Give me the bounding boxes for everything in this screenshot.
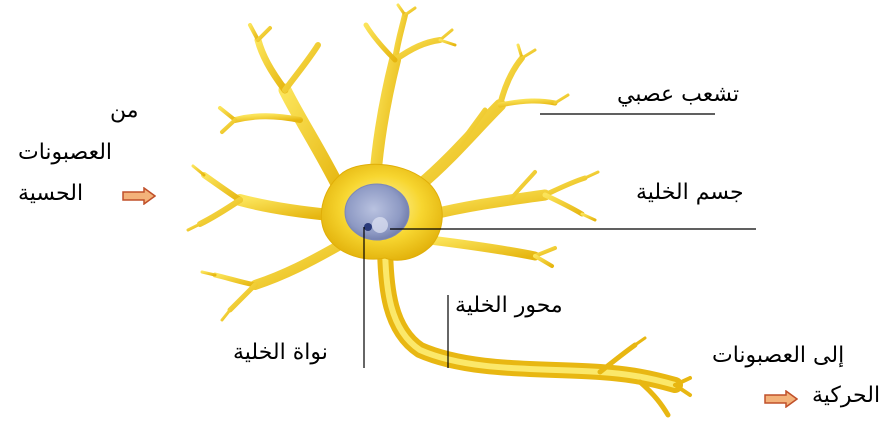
- output-label-line2: الحركية: [812, 385, 880, 407]
- nucleolus: [364, 223, 372, 231]
- nucleus-highlight: [372, 217, 388, 233]
- dendrite-label: تشعب عصبي: [617, 84, 739, 106]
- output-label-line1: إلى العصبونات: [712, 345, 844, 367]
- input-label-line2: العصبونات: [18, 142, 112, 164]
- nucleus-label: نواة الخلية: [233, 342, 328, 364]
- right-arrow-icon: [764, 390, 798, 408]
- axon: [385, 240, 690, 415]
- input-label-line3: الحسية: [18, 183, 83, 205]
- axon-label: محور الخلية: [455, 295, 563, 317]
- input-label-line1: من: [110, 100, 139, 122]
- right-arrow-icon: [122, 187, 156, 205]
- cell-body-label: جسم الخلية: [636, 182, 744, 204]
